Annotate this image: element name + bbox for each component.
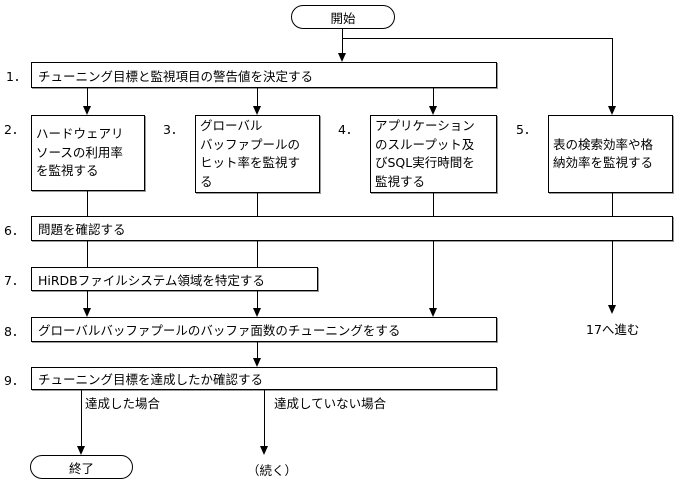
step6-number: 6． — [4, 223, 25, 238]
connector-step8-step9 — [257, 342, 258, 358]
arrowhead-into-step5 — [608, 106, 616, 115]
connector-step7-step8-left — [87, 291, 88, 308]
step2-label: ハードウェアリ ソースの利用率 を監視する — [36, 126, 124, 179]
arrowhead-into-end — [77, 446, 85, 455]
step5-label: 表の検索効率や格 納効率を監視する — [553, 136, 654, 171]
step5-box: 表の検索効率や格 納効率を監視する — [548, 115, 673, 193]
connector-step6-goto17 — [612, 241, 613, 305]
connector-step2-step6 — [87, 191, 88, 216]
arrowhead-into-step4 — [429, 106, 437, 115]
connector-step5-step6 — [612, 193, 613, 216]
connector-step6-step7-right — [257, 241, 258, 267]
step1-number: 1． — [6, 69, 27, 84]
arrowhead-into-continue — [260, 446, 268, 455]
arrowhead-into-goto17 — [608, 305, 616, 314]
step3-box: グローバル バッファプールの ヒット率を監視す る — [195, 115, 320, 193]
connector-step9-end — [81, 390, 82, 446]
step4-label: アプリケーション のスループット及 びSQL実行時間を 監視する — [375, 118, 475, 189]
step8-label: グローバルバッファプールのバッファ面数のチューニングをする — [38, 323, 401, 338]
start-label: 開始 — [330, 10, 356, 26]
step3-label: グローバル バッファプールの ヒット率を監視す る — [200, 118, 301, 189]
step6-label: 問題を確認する — [38, 222, 126, 237]
arrowhead-into-step8-mid — [253, 308, 261, 317]
connector-branch-to-step5 — [612, 38, 613, 106]
start-terminal: 開始 — [291, 5, 395, 29]
step6-box: 問題を確認する — [31, 216, 673, 241]
branch-not-achieved-label: 達成していない場合 — [274, 396, 387, 411]
arrowhead-into-step8-left — [83, 308, 91, 317]
step8-box: グローバルバッファプールのバッファ面数のチューニングをする — [31, 317, 497, 342]
connector-step1-step3 — [257, 88, 258, 106]
step2-box: ハードウェアリ ソースの利用率 を監視する — [31, 115, 145, 191]
step2-number: 2． — [4, 122, 25, 137]
step5-number: 5． — [516, 122, 537, 137]
connector-start-down — [342, 28, 343, 54]
connector-step9-continue — [264, 390, 265, 446]
branch-achieved-label: 達成した場合 — [85, 396, 161, 411]
connector-step1-step4 — [433, 88, 434, 106]
connector-step3-step6 — [257, 193, 258, 216]
connector-step1-step2 — [87, 88, 88, 106]
connector-step6-step7-left — [87, 241, 88, 267]
step7-number: 7． — [4, 273, 25, 288]
step7-box: HiRDBファイルシステム領域を特定する — [31, 267, 318, 291]
arrowhead-into-step3 — [253, 106, 261, 115]
step1-label: チューニング目標と監視項目の警告値を決定する — [38, 68, 314, 84]
connector-step6-step8-right — [433, 241, 434, 308]
connector-step7-step8-mid — [257, 291, 258, 308]
arrowhead-into-step2 — [83, 106, 91, 115]
arrowhead-into-step8-right — [429, 308, 437, 317]
step1-box: チューニング目標と監視項目の警告値を決定する — [31, 62, 497, 88]
continue-label: （続く） — [247, 463, 298, 478]
end-terminal: 終了 — [30, 455, 133, 479]
step9-number: 9． — [4, 373, 25, 388]
connector-step4-step6 — [433, 193, 434, 216]
step9-box: チューニング目標を達成したか確認する — [31, 367, 497, 390]
arrowhead-into-step9 — [253, 358, 261, 367]
arrowhead-into-step1 — [338, 53, 346, 62]
step8-number: 8． — [4, 324, 25, 339]
step3-number: 3． — [163, 122, 184, 137]
step4-box: アプリケーション のスループット及 びSQL実行時間を 監視する — [370, 115, 497, 193]
connector-branch-right — [342, 38, 613, 39]
goto17-label: 17へ進む — [586, 322, 640, 337]
step4-number: 4． — [338, 122, 359, 137]
step7-label: HiRDBファイルシステム領域を特定する — [38, 272, 265, 288]
step9-label: チューニング目標を達成したか確認する — [38, 372, 264, 387]
end-label: 終了 — [68, 460, 94, 476]
